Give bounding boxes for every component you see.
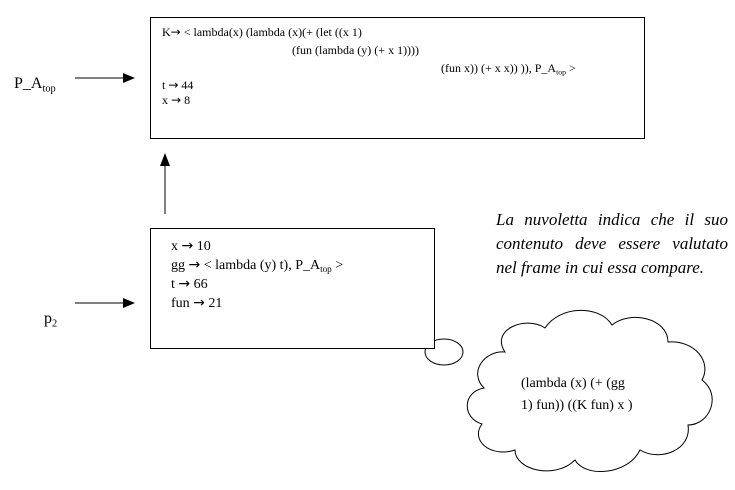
binding-name: t [171, 277, 179, 292]
binding-arrow-icon: → [181, 238, 194, 254]
top-frame-label-main: P_A [14, 75, 43, 92]
line-text: (fun (lambda (y) (+ x 1)))) [292, 43, 420, 57]
p2-frame-label-sub: 2 [52, 318, 58, 330]
cloud-text-line-1: (lambda (x) (+ (gg [521, 376, 625, 391]
binding-arrow-icon: → [178, 276, 191, 292]
top-frame-label-sub: top [42, 83, 56, 95]
cloud-text-line-2: 1) fun)) ((K fun) x ) [521, 398, 633, 413]
binding-end: > [331, 258, 344, 273]
p2-frame-pointer-arrow [75, 298, 135, 308]
line-pre: t [162, 78, 169, 92]
binding-arrow-icon: → [171, 93, 182, 107]
top-frame-box: K→ < lambda(x) (lambda (x)(+ (let ((x 1)… [150, 17, 645, 139]
line-end: > [566, 61, 576, 75]
p2-binding-t: t → 66 [171, 275, 208, 294]
binding-value-sub: top [320, 264, 332, 275]
binding-value: 10 [193, 239, 211, 254]
binding-name: gg [171, 258, 189, 273]
binding-arrow-icon: → [168, 78, 179, 92]
binding-arrow-icon: → [188, 257, 201, 273]
top-frame-line-x: x → 8 [162, 93, 190, 107]
top-frame-line-t: t → 44 [162, 78, 193, 92]
cloud-explanation-note: La nuvoletta indica che il suo contenuto… [496, 210, 728, 277]
binding-value: < lambda (y) t), P_A [200, 258, 321, 273]
top-frame-label: P_Atop [14, 75, 56, 95]
binding-value: 21 [204, 296, 223, 311]
binding-arrow-icon: → [193, 295, 205, 311]
line-post: 44 [178, 78, 194, 92]
line-suffix: , P_A [528, 61, 557, 75]
binding-arrow-icon: → [170, 25, 181, 39]
top-frame-line-fun: (fun (lambda (y) (+ x 1)))) [292, 43, 419, 57]
line-post: < lambda(x) (lambda (x)(+ (let ((x 1) [180, 25, 362, 39]
top-frame-line-tail: (fun x)) (+ x x)) )), P_Atop > [441, 61, 576, 77]
p2-binding-fun: fun → 21 [171, 294, 222, 313]
line-text: (fun x)) (+ x x)) )) [441, 61, 529, 75]
p2-frame-label: p2 [44, 310, 58, 330]
p2-binding-x: x → 10 [171, 237, 211, 256]
line-suffix-sub: top [556, 67, 567, 77]
p2-frame-label-main: p [44, 310, 52, 327]
parent-link-arrow [160, 153, 170, 214]
top-frame-pointer-arrow [75, 73, 135, 83]
line-pre: K [162, 25, 171, 39]
top-frame-line-k: K→ < lambda(x) (lambda (x)(+ (let ((x 1) [162, 25, 362, 39]
binding-name: fun [171, 296, 194, 311]
p2-binding-gg: gg → < lambda (y) t), P_Atop > [171, 256, 343, 275]
p2-frame-box: x → 10 gg → < lambda (y) t), P_Atop > t … [150, 228, 435, 349]
binding-value: 66 [190, 277, 208, 292]
binding-name: x [171, 239, 182, 254]
cloud-shape [466, 309, 713, 472]
line-pre: x [162, 93, 171, 107]
line-post: 8 [181, 93, 191, 107]
